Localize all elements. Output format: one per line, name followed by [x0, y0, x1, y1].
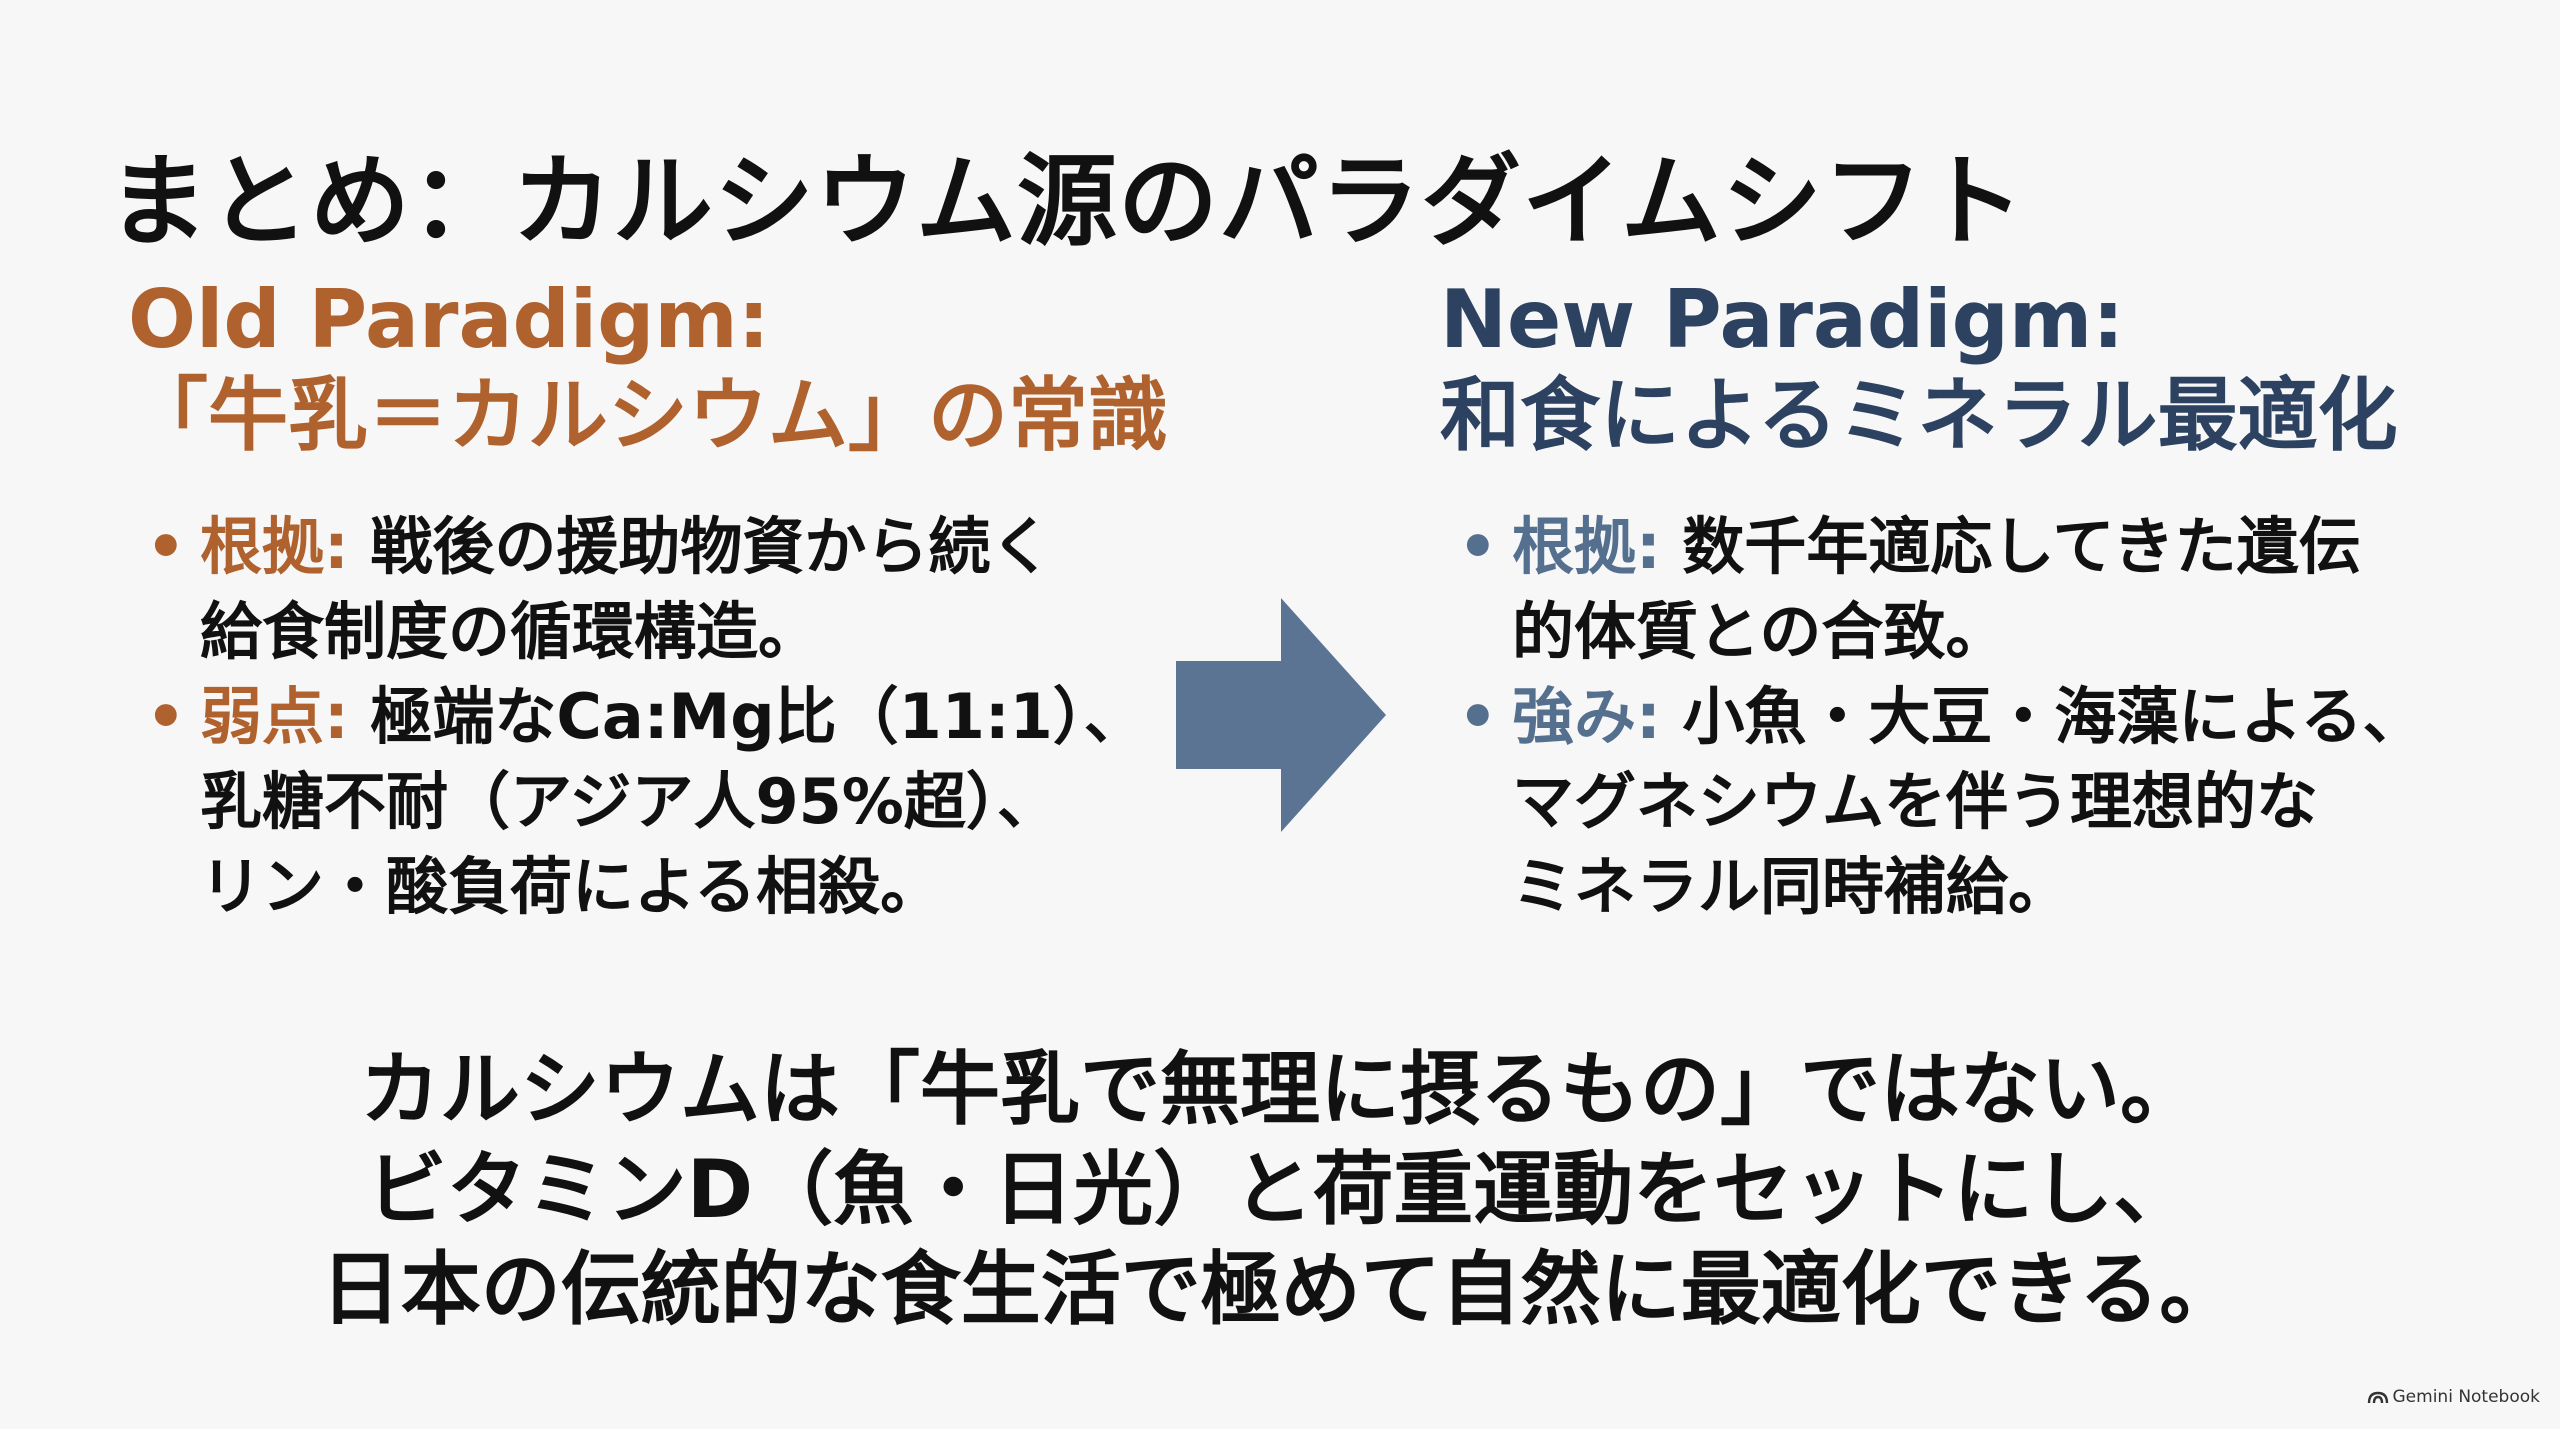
new-bullet-basis: • 根拠: 数千年適応してきた遺伝 的体質との合致。 — [1440, 504, 2480, 674]
arrow-shape — [1176, 598, 1386, 832]
bullet-text: 戦後の援助物資から続く — [348, 510, 1053, 583]
bullet-line: 給食制度の循環構造。 — [200, 595, 821, 668]
bullet-text: 小魚・大豆・海藻による、 — [1660, 680, 2425, 753]
old-paradigm-bullets: • 根拠: 戦後の援助物資から続く 給食制度の循環構造。 • 弱点: 極端なCa… — [128, 504, 1148, 929]
new-paradigm-heading-line1: New Paradigm: — [1440, 273, 2125, 366]
old-paradigm-section: Old Paradigm: 「牛乳＝カルシウム」の常識 • 根拠: 戦後の援助物… — [128, 272, 1168, 929]
bullet-key: 根拠: — [1512, 510, 1661, 583]
watermark-text: Gemini Notebook — [2392, 1387, 2541, 1407]
bullet-line: マグネシウムを伴う理想的な — [1512, 765, 2319, 838]
old-paradigm-heading-line2: 「牛乳＝カルシウム」の常識 — [128, 369, 1168, 462]
bullet-line: ミネラル同時補給。 — [1512, 850, 2071, 923]
bullet-dot-icon: • — [146, 510, 186, 583]
bullet-line: 乳糖不耐（アジア人95%超）、 — [200, 765, 1059, 838]
new-paradigm-heading: New Paradigm: 和食によるミネラル最適化 — [1440, 272, 2480, 464]
conclusion-statement: カルシウムは「牛乳で無理に摂るもの」ではない。 ビタミンD（魚・日光）と荷重運動… — [0, 1040, 2560, 1340]
bullet-key: 弱点: — [200, 680, 349, 753]
old-bullet-basis: • 根拠: 戦後の援助物資から続く 給食制度の循環構造。 — [128, 504, 1148, 674]
right-arrow-icon — [1176, 598, 1386, 832]
bullet-dot-icon: • — [1458, 510, 1498, 583]
bullet-line: 的体質との合致。 — [1512, 595, 2008, 668]
bullet-line: 根拠: 戦後の援助物資から続く — [200, 504, 1148, 589]
notebook-logo-icon — [2367, 1391, 2388, 1404]
old-paradigm-heading-line1: Old Paradigm: — [128, 273, 770, 366]
bullet-line: リン・酸負荷による相殺。 — [200, 850, 943, 923]
bullet-text: 数千年適応してきた遺伝 — [1660, 510, 2361, 583]
bullet-line: 弱点: 極端なCa:Mg比（11:1）、 — [200, 674, 1148, 759]
bullet-key: 根拠: — [200, 510, 349, 583]
bullet-dot-icon: • — [146, 680, 186, 753]
new-bullet-strength: • 強み: 小魚・大豆・海藻による、 マグネシウムを伴う理想的な ミネラル同時補… — [1440, 674, 2480, 929]
bullet-key: 強み: — [1512, 680, 1661, 753]
new-paradigm-bullets: • 根拠: 数千年適応してきた遺伝 的体質との合致。 • 強み: 小魚・大豆・海… — [1440, 504, 2480, 929]
bullet-text: 極端なCa:Mg比（11:1）、 — [348, 680, 1146, 753]
conclusion-line: カルシウムは「牛乳で無理に摂るもの」ではない。 — [360, 1043, 2200, 1136]
old-paradigm-heading: Old Paradigm: 「牛乳＝カルシウム」の常識 — [128, 272, 1168, 464]
conclusion-line: ビタミンD（魚・日光）と荷重運動をセットにし、 — [366, 1143, 2194, 1236]
new-paradigm-section: New Paradigm: 和食によるミネラル最適化 • 根拠: 数千年適応して… — [1440, 272, 2480, 929]
old-bullet-weakness: • 弱点: 極端なCa:Mg比（11:1）、 乳糖不耐（アジア人95%超）、 リ… — [128, 674, 1148, 929]
bullet-line: 強み: 小魚・大豆・海藻による、 — [1512, 674, 2480, 759]
slide-title: まとめ：カルシウム源のパラダイムシフト — [108, 143, 2025, 260]
bullet-line: 根拠: 数千年適応してきた遺伝 — [1512, 504, 2480, 589]
watermark: Gemini Notebook — [2367, 1387, 2541, 1407]
conclusion-line: 日本の伝統的な食生活で極めて自然に最適化できる。 — [320, 1243, 2240, 1336]
bullet-dot-icon: • — [1458, 680, 1498, 753]
new-paradigm-heading-line2: 和食によるミネラル最適化 — [1440, 369, 2398, 462]
